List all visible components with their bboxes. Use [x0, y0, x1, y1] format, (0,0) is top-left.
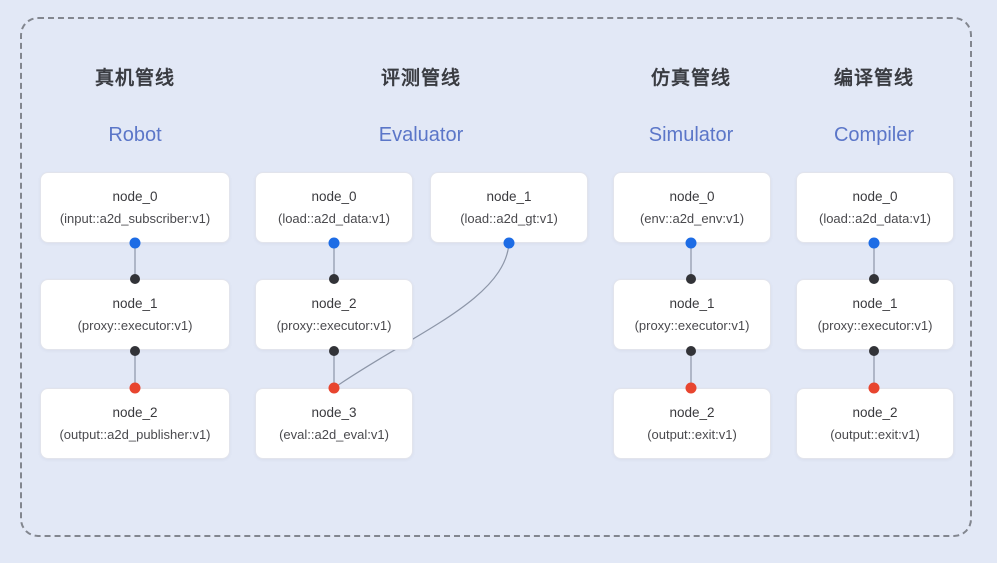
pipeline-title-en-simulator: Simulator	[648, 124, 734, 146]
pipeline-title-zh-robot: 真机管线	[94, 68, 176, 89]
node-title: node_1	[852, 296, 898, 311]
pipeline-title-zh-compiler: 编译管线	[833, 68, 915, 89]
node-evaluator-3: node_3 (eval::a2d_eval:v1)	[255, 388, 413, 459]
node-robot-1: node_1 (proxy::executor:v1)	[40, 279, 230, 350]
node-subtitle: (proxy::executor:v1)	[77, 318, 193, 333]
node-subtitle: (output::exit:v1)	[647, 427, 737, 442]
node-subtitle: (input::a2d_subscriber:v1)	[59, 211, 211, 226]
node-title: node_1	[486, 189, 532, 204]
node-compiler-0: node_0 (load::a2d_data:v1)	[796, 172, 954, 243]
node-evaluator-1: node_1 (load::a2d_gt:v1)	[430, 172, 588, 243]
node-title: node_1	[112, 296, 158, 311]
node-subtitle: (load::a2d_data:v1)	[818, 211, 932, 226]
node-compiler-1: node_1 (proxy::executor:v1)	[796, 279, 954, 350]
node-simulator-1: node_1 (proxy::executor:v1)	[613, 279, 771, 350]
node-subtitle: (load::a2d_gt:v1)	[460, 211, 558, 226]
node-subtitle: (output::a2d_publisher:v1)	[59, 427, 211, 442]
node-title: node_2	[852, 405, 898, 420]
node-title: node_2	[112, 405, 158, 420]
node-title: node_0	[669, 189, 715, 204]
pipeline-title-en-evaluator: Evaluator	[378, 124, 464, 146]
node-compiler-2: node_2 (output::exit:v1)	[796, 388, 954, 459]
node-subtitle: (proxy::executor:v1)	[276, 318, 392, 333]
node-subtitle: (load::a2d_data:v1)	[277, 211, 391, 226]
node-simulator-0: node_0 (env::a2d_env:v1)	[613, 172, 771, 243]
node-title: node_0	[852, 189, 898, 204]
node-subtitle: (proxy::executor:v1)	[817, 318, 933, 333]
node-title: node_2	[311, 296, 357, 311]
node-robot-2: node_2 (output::a2d_publisher:v1)	[40, 388, 230, 459]
pipeline-title-en-compiler: Compiler	[833, 124, 915, 146]
node-subtitle: (proxy::executor:v1)	[634, 318, 750, 333]
pipeline-title-zh-evaluator: 评测管线	[380, 68, 462, 89]
node-evaluator-2: node_2 (proxy::executor:v1)	[255, 279, 413, 350]
dashed-frame	[20, 17, 972, 537]
node-subtitle: (eval::a2d_eval:v1)	[279, 427, 389, 442]
node-title: node_1	[669, 296, 715, 311]
node-simulator-2: node_2 (output::exit:v1)	[613, 388, 771, 459]
node-robot-0: node_0 (input::a2d_subscriber:v1)	[40, 172, 230, 243]
node-title: node_2	[669, 405, 715, 420]
pipeline-title-en-robot: Robot	[108, 124, 162, 146]
node-evaluator-0: node_0 (load::a2d_data:v1)	[255, 172, 413, 243]
node-title: node_0	[311, 189, 357, 204]
node-title: node_3	[311, 405, 357, 420]
node-subtitle: (output::exit:v1)	[830, 427, 920, 442]
pipeline-title-zh-simulator: 仿真管线	[650, 68, 732, 89]
node-subtitle: (env::a2d_env:v1)	[639, 211, 745, 226]
node-title: node_0	[112, 189, 158, 204]
